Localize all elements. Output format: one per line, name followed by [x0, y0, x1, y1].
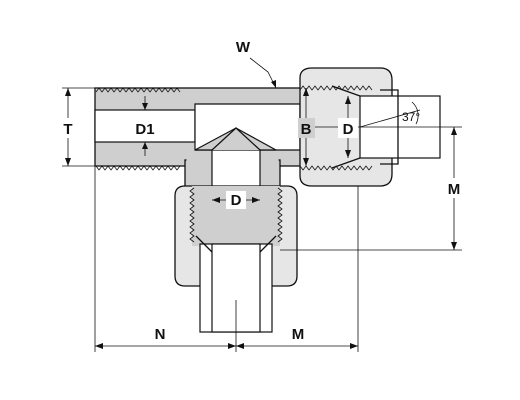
- dimension-labels: W T D1 B D D 37° M N M: [56, 36, 464, 343]
- label-d-branch: D: [231, 192, 242, 209]
- label-m-bottom: M: [292, 326, 305, 343]
- label-b: B: [301, 121, 312, 138]
- male-pipe-thread: [95, 87, 181, 171]
- label-m-right: M: [448, 181, 461, 198]
- label-angle: 37°: [402, 110, 420, 124]
- label-t: T: [63, 121, 72, 138]
- dimensions: [62, 57, 462, 352]
- angle-arc: [411, 101, 419, 125]
- bottom-flare: [195, 235, 277, 253]
- angle-ray: [359, 109, 421, 128]
- label-n: N: [155, 326, 166, 343]
- branch-cone: [211, 127, 261, 151]
- label-d-run: D: [343, 121, 354, 138]
- label-w: W: [236, 39, 251, 56]
- flare-seat: [331, 85, 361, 169]
- label-d1: D1: [135, 121, 154, 138]
